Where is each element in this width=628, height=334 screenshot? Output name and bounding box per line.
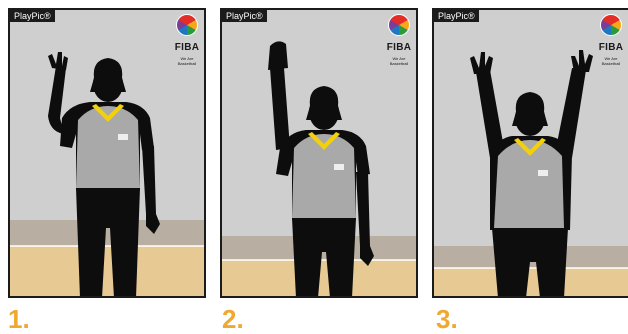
badge-1 (118, 134, 128, 140)
fiba-text-3: FIBA (598, 42, 624, 53)
fiba-tagline-2: We Are Basketball (386, 56, 412, 66)
fiba-logo-3: FIBA We Are Basketball (598, 14, 624, 66)
fiba-tagline-3: We Are Basketball (598, 56, 624, 66)
badge-2 (334, 164, 344, 170)
brand-label-1: PlayPic® (10, 10, 55, 22)
panel-3: PlayPic® FIBA We Are Basketball (432, 8, 628, 298)
fiba-ball-logo-icon (176, 14, 198, 36)
step-number-1: 1. (8, 306, 30, 332)
step-number-2: 2. (222, 306, 244, 332)
fiba-logo-1: FIBA We Are Basketball (174, 14, 200, 66)
panel-1: PlayPic® FIBA We Are Basketball (8, 8, 206, 298)
badge-3 (538, 170, 548, 176)
panel-2: PlayPic® FIBA We Are Basketball (220, 8, 418, 298)
fiba-ball-logo-icon (388, 14, 410, 36)
brand-label-2: PlayPic® (222, 10, 267, 22)
fiba-ball-logo-icon (600, 14, 622, 36)
fiba-logo-2: FIBA We Are Basketball (386, 14, 412, 66)
fiba-text-1: FIBA (174, 42, 200, 53)
fiba-tagline-1: We Are Basketball (174, 56, 200, 66)
brand-label-3: PlayPic® (434, 10, 479, 22)
step-number-3: 3. (436, 306, 458, 332)
fiba-text-2: FIBA (386, 42, 412, 53)
